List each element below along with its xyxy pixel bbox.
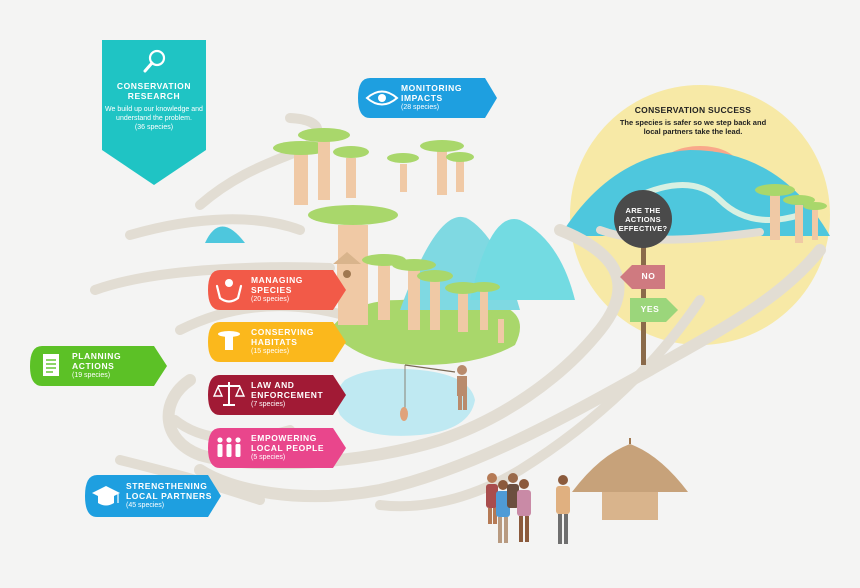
planning-label: PLANNING ACTIONS (19 species) [72,351,156,380]
managing-count: (20 species) [251,296,290,303]
monitoring-count: (28 species) [401,104,440,111]
habitats-banner [208,322,346,362]
research-label: CONSERVATION RESEARCH We build up our kn… [104,81,204,132]
law-count: (7 species) [251,401,286,408]
hut [572,438,688,520]
empowering-banner [208,428,346,468]
law-banner [208,375,346,415]
planning-banner [30,346,167,386]
law-label: LAW AND ENFORCEMENT (7 species) [251,380,335,409]
empowering-title: EMPOWERING LOCAL PEOPLE [251,433,325,453]
research-count: (36 species) [134,124,174,131]
success-title: CONSERVATION SUCCESS [634,105,752,115]
yes-sign [630,298,678,322]
hands-holding-icon [215,279,243,303]
law-title: LAW AND ENFORCEMENT [251,380,324,400]
signpost-no: NO [632,271,665,282]
research-banner [102,40,206,185]
empowering-count: (5 species) [251,454,286,461]
managing-label: MANAGING SPECIES (20 species) [251,275,335,304]
habitats-label: CONSERVING HABITATS (15 species) [251,327,335,356]
partners-count: (45 species) [126,502,165,509]
scales-icon [212,382,246,406]
monitoring-title: MONITORING IMPACTS [401,83,463,103]
forest-island [330,298,520,365]
partners-banner [85,475,221,517]
signpost-yes: YES [630,304,670,315]
baobab-trees [273,128,827,343]
partners-title: STRENGTHENING LOCAL PARTNERS [126,481,213,501]
planning-count: (19 species) [72,372,111,379]
graduation-cap-icon [92,486,120,506]
managing-banner [208,270,346,310]
partners-label: STRENGTHENING LOCAL PARTNERS (45 species… [126,481,216,510]
no-text: NO [641,271,656,281]
habitats-title: CONSERVING HABITATS [251,327,314,347]
planning-title: PLANNING ACTIONS [72,351,122,371]
birdhouse [333,252,361,288]
villagers [486,473,570,544]
signpost-question: ARE THE ACTIONS EFFECTIVE? [618,206,668,233]
research-title: CONSERVATION RESEARCH [116,81,192,101]
monitoring-label: MONITORING IMPACTS (28 species) [401,83,491,112]
signpost [614,190,678,365]
monitoring-banner [358,78,497,118]
research-desc: We build up our knowledge and understand… [105,106,203,122]
label-banners [30,40,497,517]
fisherman [400,364,467,421]
tree-icon [218,331,240,350]
yes-text: YES [640,304,660,314]
empowering-label: EMPOWERING LOCAL PEOPLE (5 species) [251,433,335,462]
hill-center-2 [470,219,575,300]
habitats-count: (15 species) [251,348,290,355]
lake [336,368,475,436]
no-sign [620,265,665,289]
question-text: ARE THE ACTIONS EFFECTIVE? [618,206,668,233]
small-hill [205,226,245,243]
document-icon [43,354,59,376]
success-desc: The species is safer so we step back and… [619,117,767,136]
success-label: CONSERVATION SUCCESS The species is safe… [618,105,768,136]
managing-title: MANAGING SPECIES [251,275,304,295]
eye-icon [365,90,399,106]
search-icon [143,49,166,73]
question-sign [614,190,672,248]
people-icon [217,437,241,457]
